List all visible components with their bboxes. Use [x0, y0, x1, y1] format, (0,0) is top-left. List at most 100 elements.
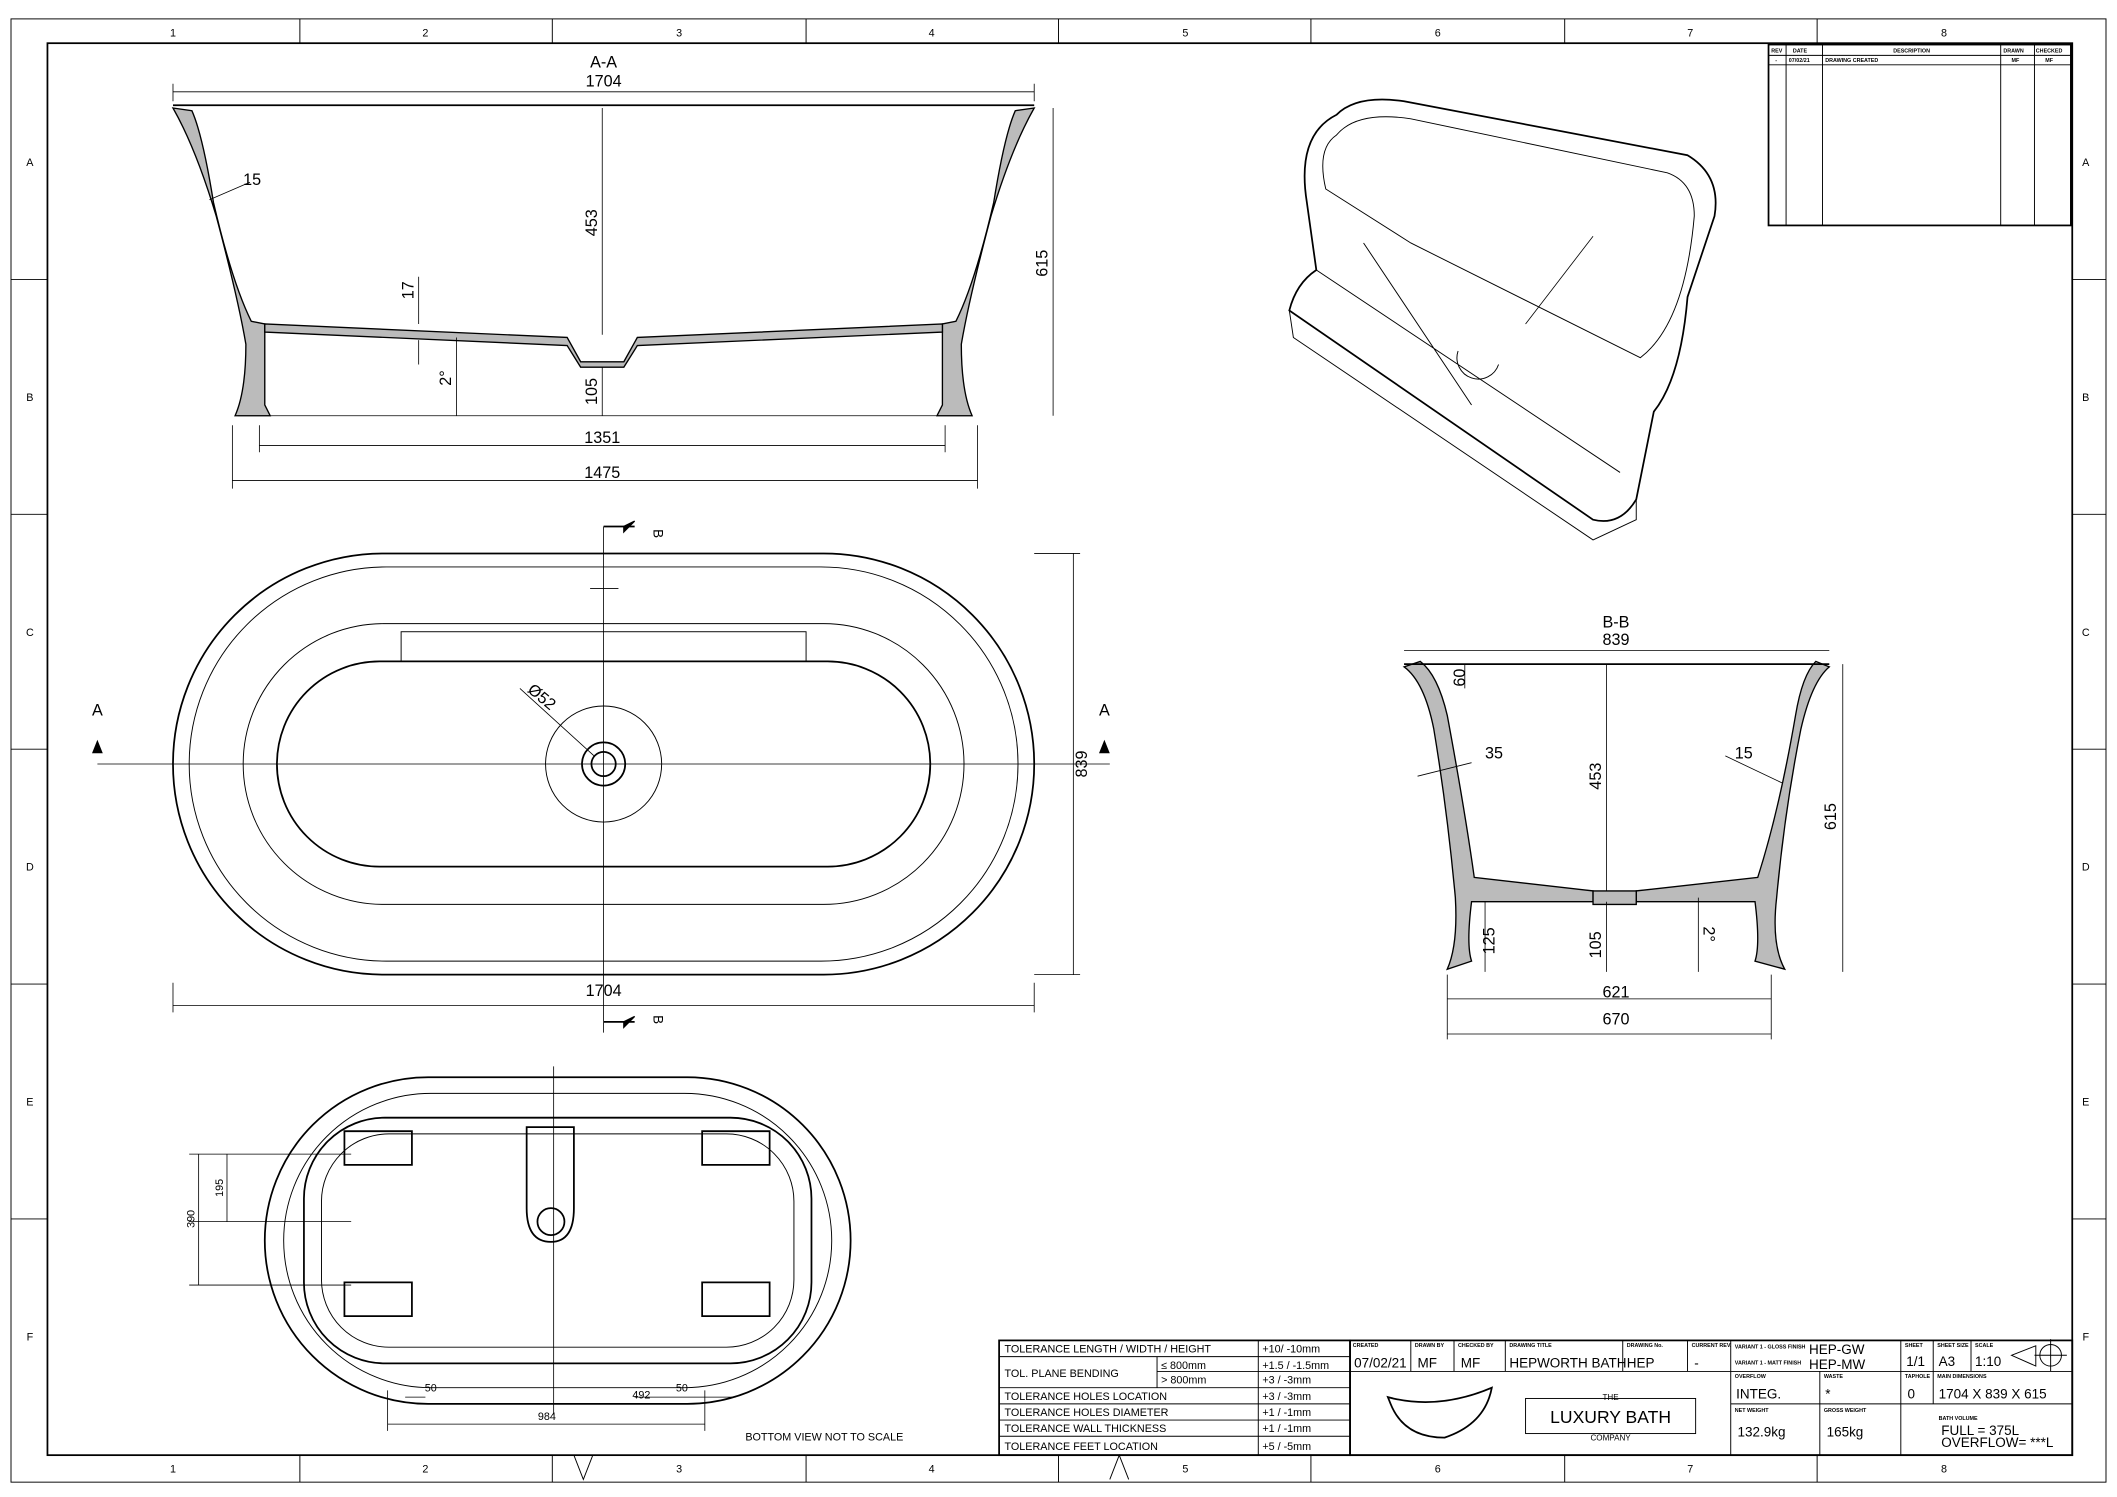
dim-label: 390 — [186, 1210, 198, 1228]
section-marker: A — [92, 701, 103, 719]
dim-label: 50 — [425, 1383, 437, 1395]
tolerance-label: TOLERANCE HOLES LOCATION — [1005, 1391, 1168, 1403]
dim-label: 453 — [583, 209, 601, 236]
tolerance-label: TOLERANCE HOLES DIAMETER — [1005, 1407, 1169, 1419]
col-label: 2 — [422, 1464, 428, 1476]
field-label: CURRENT REV. — [1692, 1343, 1732, 1349]
grid-row-labels: A B C D E F A B C D E F — [26, 157, 2090, 1343]
volume-overflow: OVERFLOW= ***L — [1941, 1435, 2054, 1450]
col-label: 7 — [1687, 1464, 1693, 1476]
row-label: C — [26, 627, 34, 639]
row-label: E — [26, 1097, 33, 1109]
grid-column-labels: 1 2 3 4 5 6 7 8 1 2 3 4 5 6 7 8 — [170, 27, 1947, 1475]
tolerance-label: TOLERANCE LENGTH / WIDTH / HEIGHT — [1005, 1344, 1212, 1356]
dim-label: 15 — [1735, 745, 1753, 763]
col-label: 6 — [1435, 27, 1441, 39]
col-label: 3 — [676, 27, 682, 39]
sheet: 1/1 — [1906, 1354, 1925, 1369]
dim-label: 195 — [214, 1179, 226, 1197]
row-label: A — [26, 157, 34, 169]
col-label: 4 — [929, 1464, 935, 1476]
dim-label: 1351 — [584, 429, 620, 447]
rev-cell: 07/02/21 — [1789, 58, 1810, 64]
tolerance-condition: > 800mm — [1161, 1375, 1206, 1387]
dim-label: 60 — [1451, 669, 1469, 687]
isometric-view — [1288, 98, 1717, 541]
dim-label: 15 — [243, 171, 261, 189]
row-label: B — [2082, 392, 2089, 404]
dim-label: 621 — [1602, 984, 1629, 1002]
row-label: D — [2082, 862, 2090, 874]
dim-label: 839 — [1073, 751, 1091, 778]
dim-label: 125 — [1481, 927, 1499, 954]
rev-cell: MF — [2012, 58, 2020, 64]
logo-text: LUXURY BATH — [1550, 1407, 1671, 1427]
logo-text: COMPANY — [1590, 1433, 1631, 1442]
tolerance-condition: ≤ 800mm — [1161, 1360, 1206, 1372]
dim-label: 35 — [1485, 745, 1503, 763]
taphole: 0 — [1908, 1386, 1916, 1401]
tolerance-value: +1 / -1mm — [1262, 1407, 1311, 1419]
col-label: 2 — [422, 27, 428, 39]
title-block: CREATED 07/02/21 DRAWN BY MF CHECKED BY … — [1349, 1339, 2074, 1457]
tolerance-value: +10/ -10mm — [1262, 1344, 1320, 1356]
dim-label: 1475 — [584, 464, 620, 482]
gross-weight: 165kg — [1827, 1424, 1864, 1439]
bottom-view: 195 390 50 492 50 984 BOTTOM VIEW NOT TO… — [186, 1066, 903, 1443]
drawing-number: HEP — [1627, 1355, 1655, 1370]
field-label: GROSS WEIGHT — [1824, 1408, 1867, 1414]
field-label: TAPHOLE — [1905, 1374, 1931, 1380]
col-label: 5 — [1182, 27, 1188, 39]
field-label: CREATED — [1353, 1343, 1379, 1349]
bottom-view-note: BOTTOM VIEW NOT TO SCALE — [745, 1431, 903, 1443]
rev-header: DRAWN — [2003, 49, 2023, 55]
checked-by: MF — [1461, 1355, 1480, 1370]
tolerance-label: TOL. PLANE BENDING — [1005, 1368, 1119, 1380]
tolerance-value: +1 / -1mm — [1262, 1423, 1311, 1435]
dim-label: 1704 — [586, 72, 622, 90]
current-rev: - — [1694, 1355, 1699, 1370]
created-date: 07/02/21 — [1354, 1355, 1407, 1370]
section-title: A-A — [590, 53, 617, 71]
dim-label: 615 — [1034, 250, 1052, 277]
col-label: 4 — [929, 27, 935, 39]
row-label: A — [2082, 157, 2090, 169]
field-label: VARIANT 1 - GLOSS FINISH — [1735, 1345, 1806, 1351]
sheet-size: A3 — [1939, 1354, 1955, 1369]
col-label: 1 — [170, 27, 176, 39]
logo-text: THE — [1603, 1393, 1620, 1402]
scale: 1:10 — [1975, 1354, 2001, 1369]
dim-label: 105 — [1587, 931, 1605, 958]
dim-label: Ø52 — [524, 680, 559, 713]
row-label: F — [27, 1331, 34, 1343]
dim-label: 2° — [437, 370, 455, 385]
row-label: E — [2082, 1097, 2089, 1109]
col-label: 3 — [676, 1464, 682, 1476]
top-view: A A B B Ø52 1704 839 — [92, 520, 1110, 1033]
field-label: WASTE — [1824, 1374, 1844, 1380]
bath-thumbnail — [1386, 1386, 1493, 1439]
field-label: SCALE — [1975, 1343, 1994, 1349]
dim-label: 492 — [632, 1389, 650, 1401]
tolerance-table: TOLERANCE LENGTH / WIDTH / HEIGHT +10/ -… — [998, 1339, 1351, 1457]
section-title: B-B — [1602, 614, 1629, 632]
dim-label: 1704 — [586, 982, 622, 1000]
matt-code: HEP-MW — [1809, 1357, 1865, 1372]
main-dimensions: 1704 X 839 X 615 — [1939, 1386, 2047, 1401]
dim-label: 105 — [583, 378, 601, 405]
dim-label: 984 — [538, 1411, 556, 1423]
tolerance-label: TOLERANCE WALL THICKNESS — [1005, 1423, 1167, 1435]
drawing-border — [46, 42, 2074, 1457]
field-label: CHECKED BY — [1458, 1343, 1494, 1349]
gloss-code: HEP-GW — [1809, 1342, 1865, 1357]
section-b-b: B-B 839 60 35 15 453 615 125 105 2° 621 … — [1402, 614, 1844, 1040]
col-label: 8 — [1941, 27, 1947, 39]
col-label: 6 — [1435, 1464, 1441, 1476]
tolerance-value: +3 / -3mm — [1262, 1375, 1311, 1387]
dim-label: 615 — [1822, 803, 1840, 830]
rev-header: DESCRIPTION — [1893, 49, 1930, 55]
field-label: NET WEIGHT — [1735, 1408, 1769, 1414]
dim-label: 2° — [1700, 926, 1718, 941]
field-label: VARIANT 1 - MATT FINISH — [1735, 1361, 1802, 1367]
